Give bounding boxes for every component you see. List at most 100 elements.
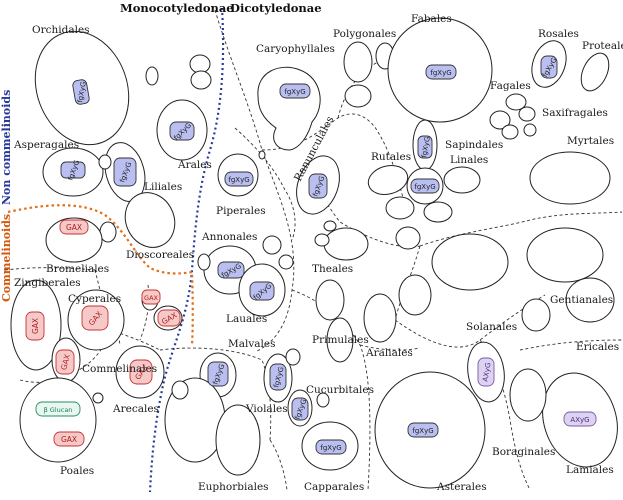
- gax-badge: GAX: [59, 219, 89, 235]
- label-bromeliales: Bromeliales: [46, 263, 109, 275]
- label-caryophyllales: Caryophyllales: [256, 43, 335, 55]
- cell-gentianales-area: [431, 233, 509, 291]
- label-asterales: Asterales: [436, 481, 487, 493]
- fgxyg-badge: fgXyG: [410, 178, 440, 194]
- cell-gentianales: [521, 298, 551, 332]
- fgxyg-badge: fgXyG: [269, 363, 287, 391]
- gax-badge: GAX: [25, 311, 45, 341]
- label-theales: Theales: [312, 263, 353, 275]
- label-sapindales: Sapindales: [445, 139, 503, 151]
- svg-text:AXyG: AXyG: [570, 416, 589, 424]
- cell-myrtales: [529, 151, 611, 205]
- svg-text:GAX: GAX: [59, 353, 72, 371]
- label-liliales: Liliales: [144, 181, 182, 193]
- label-capparales: Capparales: [304, 481, 364, 493]
- svg-text:GAX: GAX: [61, 435, 77, 444]
- svg-text:fgXyG: fgXyG: [76, 81, 88, 103]
- label-saxifragales: Saxifragales: [542, 107, 608, 119]
- cell-proteales: [580, 52, 610, 92]
- fgxyg-badge: fgXyG: [113, 157, 137, 187]
- side-label-commelinoids: Commelinoids: [0, 214, 13, 302]
- label-gentianales: Gentianales: [550, 294, 613, 306]
- label-arales: Arales: [177, 159, 212, 171]
- cell-theales: [323, 227, 369, 261]
- label-commelinales: Commelinales: [82, 363, 157, 375]
- gax-badge: GAX: [53, 431, 85, 447]
- cell-caryophyllales: [257, 66, 321, 151]
- fgxyg-badge: fgXyG: [291, 397, 309, 421]
- fgxyg-badge: fgXyG: [207, 361, 229, 387]
- fgxyg-badge: fgXyG: [249, 281, 275, 302]
- fgxyg-badge: fgXyG: [72, 79, 90, 105]
- label-cyperales: Cyperales: [68, 293, 121, 305]
- fgxyg-badge: fgXyG: [224, 171, 254, 187]
- cell-boraginales: [509, 368, 547, 422]
- axyg-badge: AXyG: [477, 357, 495, 387]
- label-asperagales: Asperagales: [13, 139, 79, 151]
- label-dioscoreales: Dioscoreales: [126, 249, 194, 261]
- svg-text:GAX: GAX: [31, 318, 40, 334]
- svg-text:fgXyG: fgXyG: [412, 427, 433, 435]
- label-zingiberales: Zingiberales: [14, 277, 81, 289]
- gax-badge: GAX: [129, 359, 153, 385]
- svg-text:β Glucan: β Glucan: [44, 406, 73, 414]
- cell-dioscoreales: [124, 192, 176, 248]
- beta-glucan-badge: β Glucan: [35, 401, 81, 417]
- label-orchidales: Orchidales: [32, 24, 90, 36]
- label-cucurbitales: Cucurbitales: [306, 384, 374, 396]
- label-fabales: Fabales: [411, 13, 452, 25]
- fgxyg-badge: fgXyG: [308, 173, 328, 199]
- fgxyg-badge: fgXyG: [169, 121, 195, 142]
- label-fagales: Fagales: [490, 80, 531, 92]
- side-label-non-commelinoids: Non commelinoids: [0, 90, 13, 205]
- label-araliales: Araliales: [365, 347, 413, 359]
- label-lauales: Lauales: [226, 313, 267, 325]
- svg-text:fgXyG: fgXyG: [320, 444, 341, 452]
- header-monocotyledonae: Monocotyledonae: [120, 1, 234, 15]
- polymer-badges: fgXyG fgXyG fgXyG fgXyG fgXyG fgXyG fgXy…: [25, 55, 597, 455]
- fgxyg-badge: fgXyG: [407, 422, 439, 438]
- label-annonales: Annonales: [201, 231, 257, 243]
- cell-poales: [19, 377, 97, 463]
- gax-badge: GAX: [55, 349, 75, 375]
- cell-araliales: [363, 293, 397, 343]
- label-ericales: Ericales: [576, 341, 619, 353]
- label-boraginales: Boraginales: [492, 446, 555, 458]
- label-malvales: Malvales: [228, 338, 276, 350]
- label-linales: Linales: [450, 154, 488, 166]
- svg-text:fgXyG: fgXyG: [430, 69, 451, 77]
- label-polygonales: Polygonales: [333, 28, 396, 40]
- svg-text:GAX: GAX: [66, 223, 82, 232]
- gax-badge: GAX: [157, 309, 181, 327]
- svg-text:fgXyG: fgXyG: [420, 136, 432, 158]
- label-poales: Poales: [60, 465, 94, 477]
- cells: [10, 17, 618, 489]
- svg-text:GAX: GAX: [144, 294, 158, 302]
- fgxyg-badge: fgXyG: [279, 83, 311, 99]
- fgxyg-badge: fgXyG: [540, 55, 559, 79]
- label-myrtales: Myrtales: [567, 135, 614, 147]
- svg-text:fgXyG: fgXyG: [228, 176, 249, 184]
- monocot-dicot-divider: [148, 7, 225, 493]
- header-dicotyledonae: Dicotyledonae: [230, 1, 322, 15]
- axyg-badge: AXyG: [563, 411, 597, 427]
- label-rutales: Rutales: [371, 151, 411, 163]
- svg-text:fgXyG: fgXyG: [284, 88, 305, 96]
- svg-text:fgXyG: fgXyG: [414, 183, 435, 191]
- fgxyg-badge: fgXyG: [217, 261, 245, 280]
- label-solanales: Solanales: [466, 321, 517, 333]
- label-arecales: Arecales: [112, 403, 159, 415]
- gax-badge: GAX: [81, 305, 109, 331]
- fgxyg-badge: fgXyG: [315, 439, 347, 455]
- cell-rutales: [367, 165, 409, 195]
- commelinoid-boundary: [7, 204, 194, 346]
- label-euphorbiales: Euphorbiales: [198, 481, 269, 493]
- fgxyg-badge: fgXyG: [60, 159, 86, 182]
- fgxyg-badge: fgXyG: [425, 64, 457, 80]
- label-proteales: Proteales: [582, 40, 623, 52]
- label-rosales: Rosales: [538, 28, 579, 40]
- fgxyg-badge: fgXyG: [417, 135, 433, 159]
- label-piperales: Piperales: [216, 205, 266, 217]
